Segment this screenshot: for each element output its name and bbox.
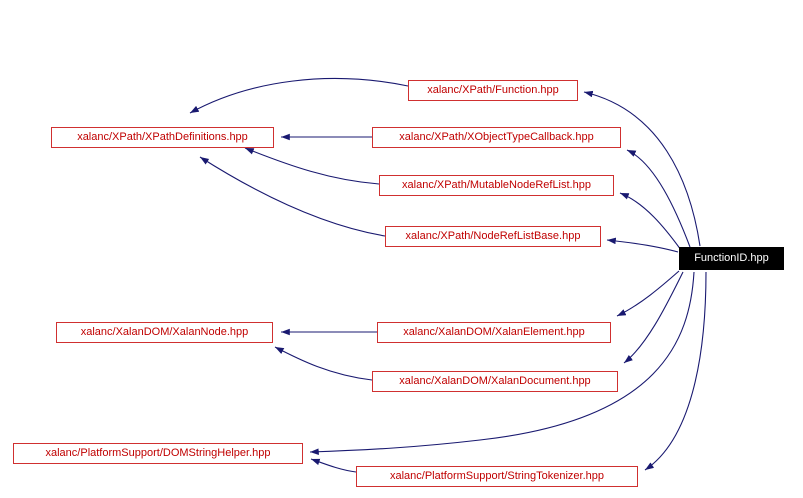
node-label: FunctionID.hpp xyxy=(694,252,769,264)
node-xobjecttypecallback-hpp[interactable]: xalanc/XPath/XObjectTypeCallback.hpp xyxy=(372,127,621,148)
node-label: xalanc/XPath/Function.hpp xyxy=(427,84,559,96)
edge-xalandocument-to-xalannode xyxy=(274,346,373,381)
node-label: xalanc/XPath/XObjectTypeCallback.hpp xyxy=(399,131,594,143)
node-domstringhelper-hpp[interactable]: xalanc/PlatformSupport/DOMStringHelper.h… xyxy=(13,443,303,464)
edge-functionid-to-stringtokenizer xyxy=(644,271,707,471)
edge-mutablenoderef-to-xpathdefinitions xyxy=(244,147,380,185)
edge-functionid-to-xalanelement xyxy=(616,270,680,317)
node-label: xalanc/PlatformSupport/StringTokenizer.h… xyxy=(389,470,604,482)
node-stringtokenizer-hpp[interactable]: xalanc/PlatformSupport/StringTokenizer.h… xyxy=(356,466,638,487)
node-label: xalanc/XPath/NodeRefListBase.hpp xyxy=(405,230,581,242)
edge-stringtokenizer-to-domstringhelper xyxy=(310,458,357,473)
node-xalanelement-hpp[interactable]: xalanc/XalanDOM/XalanElement.hpp xyxy=(377,322,611,343)
edge-function-to-xpathdefinitions xyxy=(189,77,409,114)
node-noderefListbase-hpp[interactable]: xalanc/XPath/NodeRefListBase.hpp xyxy=(385,226,601,247)
edge-functionid-to-mutablenoderef xyxy=(619,192,682,251)
node-label: xalanc/XalanDOM/XalanNode.hpp xyxy=(80,326,249,338)
node-label: xalanc/XPath/MutableNodeRefList.hpp xyxy=(402,179,591,191)
node-label: xalanc/XalanDOM/XalanDocument.hpp xyxy=(399,375,591,387)
edge-functionid-to-xalandocument xyxy=(623,271,684,364)
node-xalannode-hpp[interactable]: xalanc/XalanDOM/XalanNode.hpp xyxy=(56,322,273,343)
node-label: xalanc/PlatformSupport/DOMStringHelper.h… xyxy=(45,447,271,459)
node-mutablenodereflist-hpp[interactable]: xalanc/XPath/MutableNodeRefList.hpp xyxy=(379,175,614,196)
node-function-hpp[interactable]: xalanc/XPath/Function.hpp xyxy=(408,80,578,101)
edge-functionid-to-domstringhelper xyxy=(309,271,695,456)
edge-noderefbase-to-xpathdefinitions xyxy=(199,156,386,237)
edge-functionid-to-noderefbase xyxy=(606,237,679,253)
node-functionid-hpp[interactable]: FunctionID.hpp xyxy=(679,247,784,270)
edge-functionid-to-xobjecttypecallback xyxy=(626,149,691,248)
edge-functionid-to-function xyxy=(583,90,701,247)
node-xalandocument-hpp[interactable]: xalanc/XalanDOM/XalanDocument.hpp xyxy=(372,371,618,392)
node-xpathdefinitions-hpp[interactable]: xalanc/XPath/XPathDefinitions.hpp xyxy=(51,127,274,148)
node-label: xalanc/XPath/XPathDefinitions.hpp xyxy=(77,131,248,143)
node-label: xalanc/XalanDOM/XalanElement.hpp xyxy=(403,326,585,338)
